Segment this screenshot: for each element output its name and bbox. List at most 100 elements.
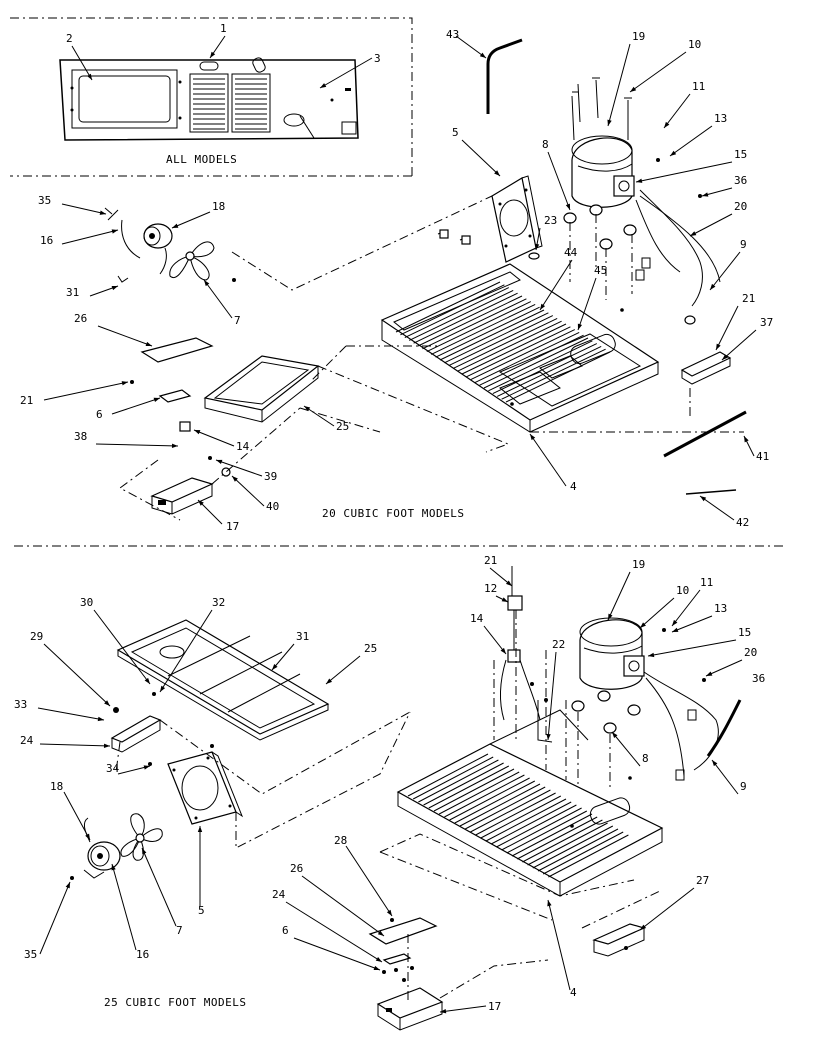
leader-line — [699, 495, 735, 521]
callout-15-b: 15 — [738, 626, 751, 639]
leader-arrowhead — [744, 436, 749, 443]
leader-arrowhead — [97, 716, 104, 722]
leader-line — [171, 211, 211, 229]
coil-fin — [464, 786, 546, 830]
leader-line — [97, 325, 153, 347]
coil-fin — [511, 813, 593, 857]
fan-motor-25 — [70, 813, 163, 880]
leader-line — [95, 443, 179, 447]
leader-line — [111, 397, 161, 415]
callout-37: 37 — [760, 316, 773, 329]
coil-fin — [470, 329, 576, 381]
leader-arrowhead — [612, 732, 618, 739]
bracket-stack-25 — [368, 917, 444, 1031]
callout-32-b: 32 — [212, 596, 225, 609]
callout-12-b: 12 — [484, 582, 497, 595]
callout-42: 42 — [736, 516, 749, 529]
all-models-inset: ALL MODELS — [10, 17, 413, 177]
condenser-base-25 — [396, 709, 664, 957]
leader-line — [39, 881, 71, 955]
leader-arrowhead — [710, 283, 716, 290]
coil-fin — [444, 312, 549, 364]
leader-arrowhead — [194, 430, 201, 435]
leader-line — [709, 251, 741, 291]
drain-pan-25 — [110, 619, 330, 753]
leader-line — [671, 589, 701, 627]
coil-fin — [454, 780, 536, 824]
coil-fin — [475, 792, 556, 836]
leader-line — [639, 597, 675, 629]
leader-arrowhead — [534, 243, 540, 250]
coil-fin — [522, 819, 603, 863]
callout-9: 9 — [740, 238, 747, 251]
coil-fin — [423, 762, 504, 806]
leader-arrowhead — [103, 743, 110, 749]
coil-fin — [413, 292, 518, 344]
leader-arrowhead — [501, 597, 508, 602]
callout-22-b: 22 — [552, 638, 565, 651]
callout-29-b: 29 — [30, 630, 43, 643]
coil-fin — [542, 831, 624, 875]
callout-19-b: 19 — [632, 558, 645, 571]
coil-fin — [426, 301, 532, 353]
callout-35-b: 35 — [24, 948, 37, 961]
compressor-20 — [437, 38, 747, 495]
leader-line — [529, 433, 567, 487]
caption-20-cubic-foot: 20 CUBIC FOOT MODELS — [322, 507, 464, 520]
leader-line — [461, 139, 501, 177]
leader-arrowhead — [706, 671, 713, 676]
callout-25-b: 25 — [364, 642, 377, 655]
coil-fin — [537, 828, 619, 872]
callout-21-left: 21 — [20, 394, 33, 407]
leader-line — [607, 571, 631, 621]
coil-fin — [505, 351, 611, 403]
callout-6: 6 — [96, 408, 103, 421]
coil-fin — [461, 323, 567, 375]
coil-fin — [501, 807, 582, 851]
condenser-base-20 — [380, 263, 660, 433]
leader-arrowhead — [87, 73, 92, 80]
coil-fin — [527, 822, 608, 866]
leader-arrowhead — [630, 86, 637, 92]
leader-line — [231, 475, 265, 507]
fan-shroud-20 — [491, 175, 543, 263]
leader-line — [611, 731, 641, 767]
callout-16: 16 — [40, 234, 53, 247]
leader-line — [61, 203, 107, 215]
leader-arrowhead — [232, 476, 238, 482]
leader-line — [547, 151, 571, 211]
callout-17-b: 17 — [488, 1000, 501, 1013]
callout-leaders — [37, 35, 757, 1014]
coil-fin — [496, 345, 602, 397]
coil-fin — [466, 326, 571, 378]
leader-arrowhead — [690, 231, 697, 236]
leader-arrowhead — [304, 406, 311, 412]
callout-3: 3 — [374, 52, 381, 65]
leader-arrowhead — [672, 627, 679, 632]
leader-line — [669, 125, 713, 157]
leader-arrowhead — [546, 733, 551, 740]
callout-18-b: 18 — [50, 780, 63, 793]
leader-line — [63, 791, 91, 841]
coil-fin — [412, 756, 494, 800]
callout-24-b-right: 27 — [696, 874, 709, 887]
fan-shroud-25 — [148, 744, 244, 825]
callout-13: 13 — [714, 112, 727, 125]
leader-arrowhead — [85, 833, 90, 840]
callout-36: 36 — [734, 174, 747, 187]
callout-10-b: 10 — [676, 584, 689, 597]
leader-arrowhead — [702, 192, 709, 197]
coil-fin — [485, 798, 567, 842]
callout-14-b: 14 — [470, 612, 484, 625]
leader-line — [547, 651, 557, 741]
callout-21-b: 21 — [484, 554, 497, 567]
coil-fin — [459, 783, 541, 827]
leader-arrowhead — [216, 459, 223, 465]
coil-fin — [422, 298, 527, 350]
leader-arrowhead — [320, 83, 327, 88]
callout-16-b: 16 — [136, 948, 149, 961]
leader-arrowhead — [111, 864, 116, 871]
callout-5-b: 5 — [198, 904, 205, 917]
leader-line — [647, 639, 737, 657]
callout-15: 15 — [734, 148, 747, 161]
